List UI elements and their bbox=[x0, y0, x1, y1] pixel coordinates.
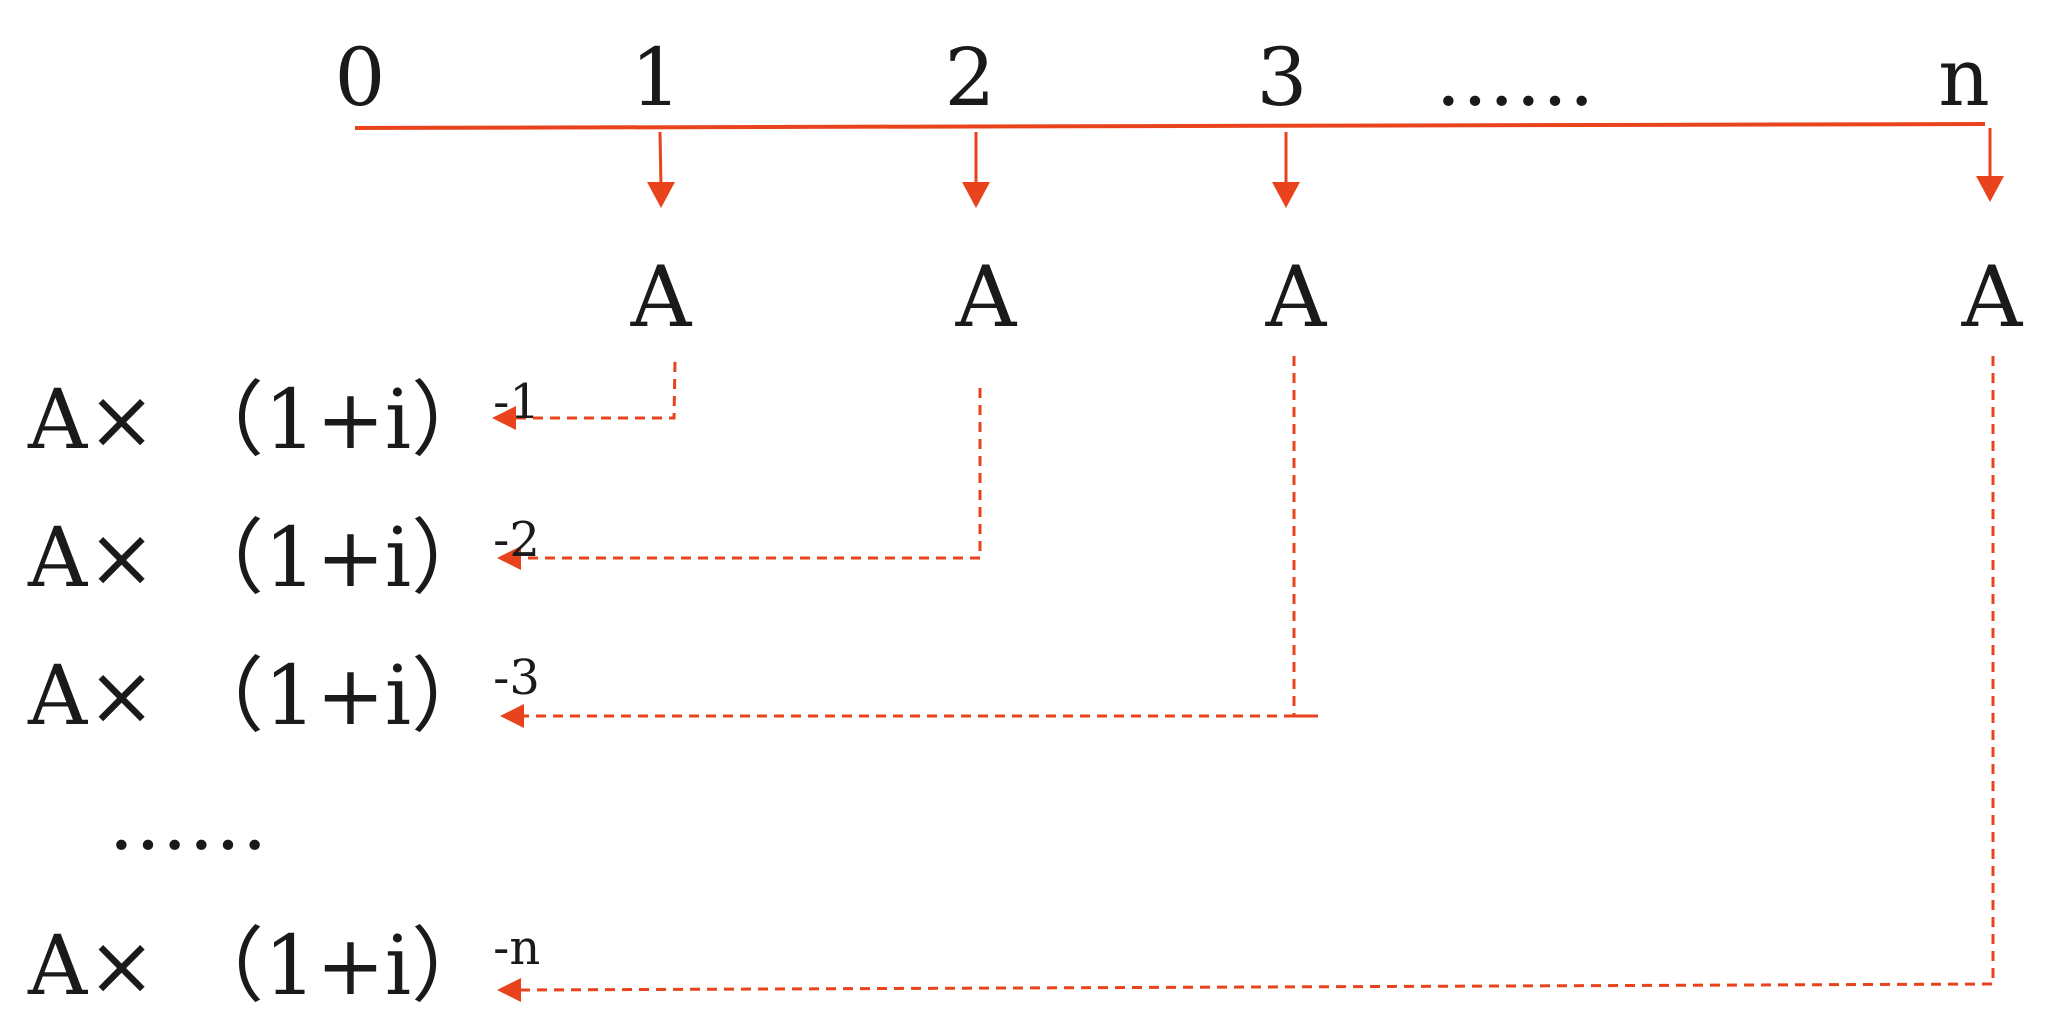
formula-2-exponent: -2 bbox=[493, 512, 540, 568]
formula-1: A× （1+i）-1 bbox=[28, 378, 540, 462]
payment-label-1: A bbox=[630, 248, 692, 346]
payment-arrow-2 bbox=[962, 132, 990, 208]
formula-ellipsis: …… bbox=[108, 775, 268, 868]
discount-path-n bbox=[497, 356, 1995, 1002]
formula-1-exponent: -1 bbox=[493, 374, 540, 430]
tick-label-2: 2 bbox=[944, 31, 996, 124]
formula-3: A× （1+i）-3 bbox=[28, 654, 540, 738]
formula-1-base: A× （1+i） bbox=[28, 373, 494, 468]
time-axis-line bbox=[354, 122, 1986, 130]
formula-2-base: A× （1+i） bbox=[28, 511, 494, 606]
discount-path-3 bbox=[500, 356, 1318, 728]
tick-label-1: 1 bbox=[630, 31, 682, 124]
payment-arrow-3 bbox=[1272, 132, 1300, 208]
formula-n: A× （1+i）-n bbox=[28, 924, 540, 1008]
formula-3-exponent: -3 bbox=[493, 650, 540, 706]
payment-arrow-1 bbox=[647, 131, 675, 208]
discount-path-2 bbox=[497, 388, 982, 570]
tick-label-3: 3 bbox=[1256, 31, 1308, 124]
payment-label-3: A bbox=[1265, 248, 1327, 346]
formula-2: A× （1+i）-2 bbox=[28, 516, 540, 600]
formula-n-exponent: -n bbox=[493, 920, 541, 976]
tick-label-n: n bbox=[1938, 31, 1990, 124]
tick-label-0: 0 bbox=[334, 31, 386, 124]
payment-arrow-n bbox=[1976, 128, 2004, 202]
payment-label-2: A bbox=[955, 248, 1017, 346]
formula-n-base: A× （1+i） bbox=[28, 919, 494, 1014]
tick-label-ellipsis: …… bbox=[1435, 31, 1595, 124]
discount-path-1 bbox=[492, 361, 677, 430]
payment-label-n: A bbox=[1961, 248, 2023, 346]
formula-3-base: A× （1+i） bbox=[28, 649, 494, 744]
